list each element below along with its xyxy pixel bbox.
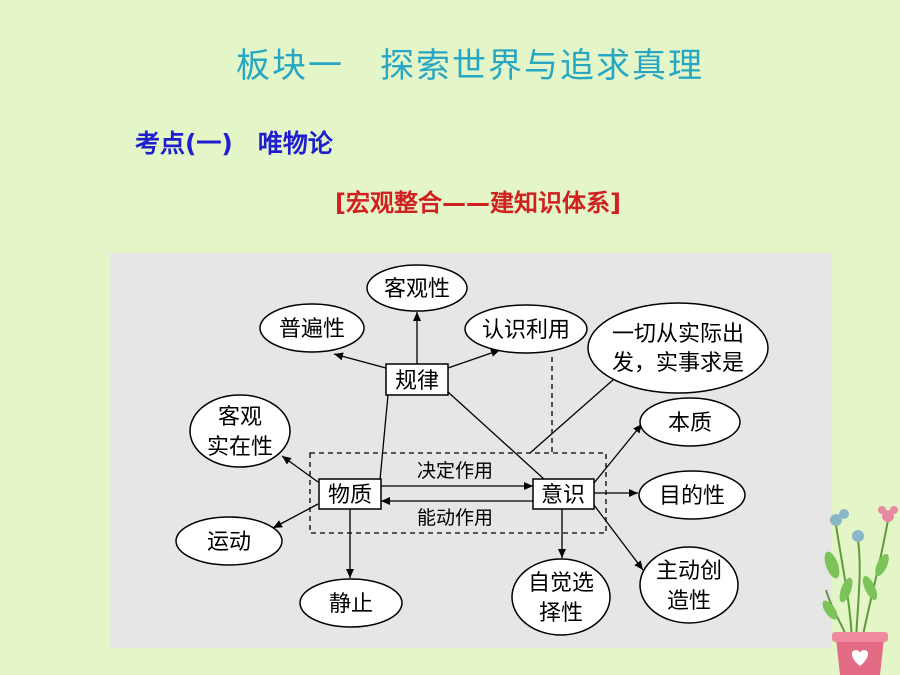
node-yiqie-line1: 一切从实际出 bbox=[612, 322, 744, 347]
node-keguan-shape bbox=[189, 394, 291, 468]
edge-yishi-benzhi bbox=[593, 423, 643, 484]
node-pubianxing-shape bbox=[259, 303, 365, 353]
node-yishi: 意识 bbox=[541, 483, 585, 508]
edge-guilv-pubianxing bbox=[333, 352, 387, 369]
node-yishi-shape bbox=[532, 478, 595, 510]
node-guilv: 规律 bbox=[395, 369, 439, 394]
page-title: 板块一 探索世界与追求真理 bbox=[236, 46, 704, 86]
node-yiqie-shape bbox=[587, 302, 769, 394]
node-mudixing: 目的性 bbox=[659, 484, 725, 509]
node-zijue-line2: 择性 bbox=[539, 601, 583, 626]
node-zhudong-shape bbox=[639, 546, 739, 624]
edge-wuzhi-keguan bbox=[281, 455, 319, 483]
node-keguan-line2: 实在性 bbox=[207, 435, 273, 460]
node-mudixing-shape bbox=[638, 470, 746, 520]
flower-pot-decoration bbox=[822, 506, 898, 675]
edge-guilv-yishi bbox=[447, 391, 546, 481]
edge-label-jueding: 决定作用 bbox=[417, 460, 493, 482]
node-zijue-line1: 自觉选 bbox=[528, 571, 594, 596]
node-yiqie-line2: 发，实事求是 bbox=[612, 351, 744, 376]
node-renshi-liyong: 认识利用 bbox=[482, 318, 570, 343]
edge-wuzhi-guilv bbox=[379, 394, 389, 481]
node-keguan-line1: 客观 bbox=[218, 405, 262, 430]
node-yundong: 运动 bbox=[207, 530, 251, 555]
node-zhudong-line2: 造性 bbox=[667, 589, 711, 614]
node-pubianxing: 普遍性 bbox=[279, 317, 345, 342]
node-wuzhi-shape bbox=[318, 478, 382, 510]
node-keguanxing-shape bbox=[366, 264, 468, 312]
heart-icon bbox=[851, 650, 869, 666]
node-benzhi-shape bbox=[639, 397, 741, 447]
node-jingzhi: 静止 bbox=[329, 592, 373, 617]
edge-yishi-zhudong bbox=[593, 504, 644, 571]
node-benzhi: 本质 bbox=[668, 411, 712, 436]
edge-guilv-renshi bbox=[447, 349, 501, 369]
node-renshi-shape bbox=[464, 304, 588, 354]
node-keguanxing: 客观性 bbox=[384, 277, 450, 302]
node-zijue-shape bbox=[511, 558, 611, 636]
node-yundong-shape bbox=[175, 516, 283, 566]
section-heading: [宏观整合——建知识体系] bbox=[335, 189, 621, 217]
node-guilv-shape bbox=[385, 363, 449, 396]
edge-label-nengdong: 能动作用 bbox=[417, 507, 493, 529]
node-jingzhi-shape bbox=[299, 578, 403, 628]
edge-yishi-yiqie bbox=[529, 371, 623, 454]
topic-subtitle: 考点(一) 唯物论 bbox=[135, 129, 333, 158]
node-wuzhi: 物质 bbox=[328, 483, 372, 508]
edge-wuzhi-yundong bbox=[272, 503, 319, 529]
node-zhudong-line1: 主动创 bbox=[656, 559, 722, 584]
